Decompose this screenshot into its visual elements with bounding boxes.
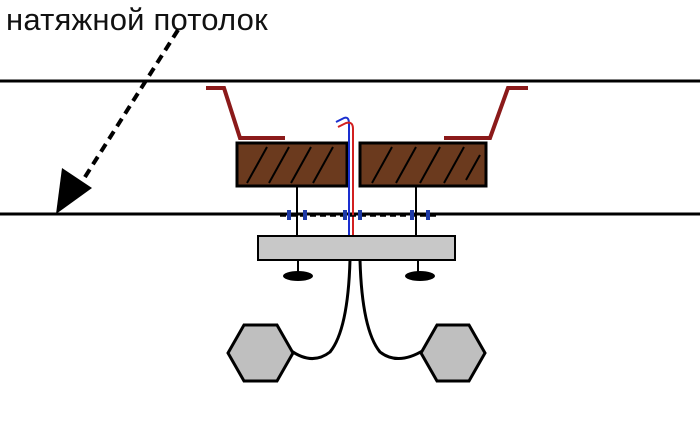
pointer-arrow-shaft bbox=[76, 28, 180, 190]
left-output-wire bbox=[289, 259, 352, 360]
pointer-arrowhead bbox=[56, 168, 92, 214]
left-bracket bbox=[206, 86, 285, 140]
right-wood-block bbox=[358, 141, 488, 188]
fixture-base-plate bbox=[257, 235, 456, 261]
left-hex-nut bbox=[226, 323, 295, 383]
ceiling-label: натяжной потолок bbox=[6, 2, 268, 37]
base-feet bbox=[283, 260, 435, 281]
right-output-wire bbox=[358, 259, 425, 360]
red-supply-wire bbox=[337, 121, 354, 236]
blue-supply-wire bbox=[335, 116, 350, 236]
right-hex-nut bbox=[419, 323, 487, 383]
right-bracket bbox=[444, 86, 528, 140]
ceiling-fasteners bbox=[287, 210, 430, 220]
left-wood-block bbox=[235, 141, 349, 188]
